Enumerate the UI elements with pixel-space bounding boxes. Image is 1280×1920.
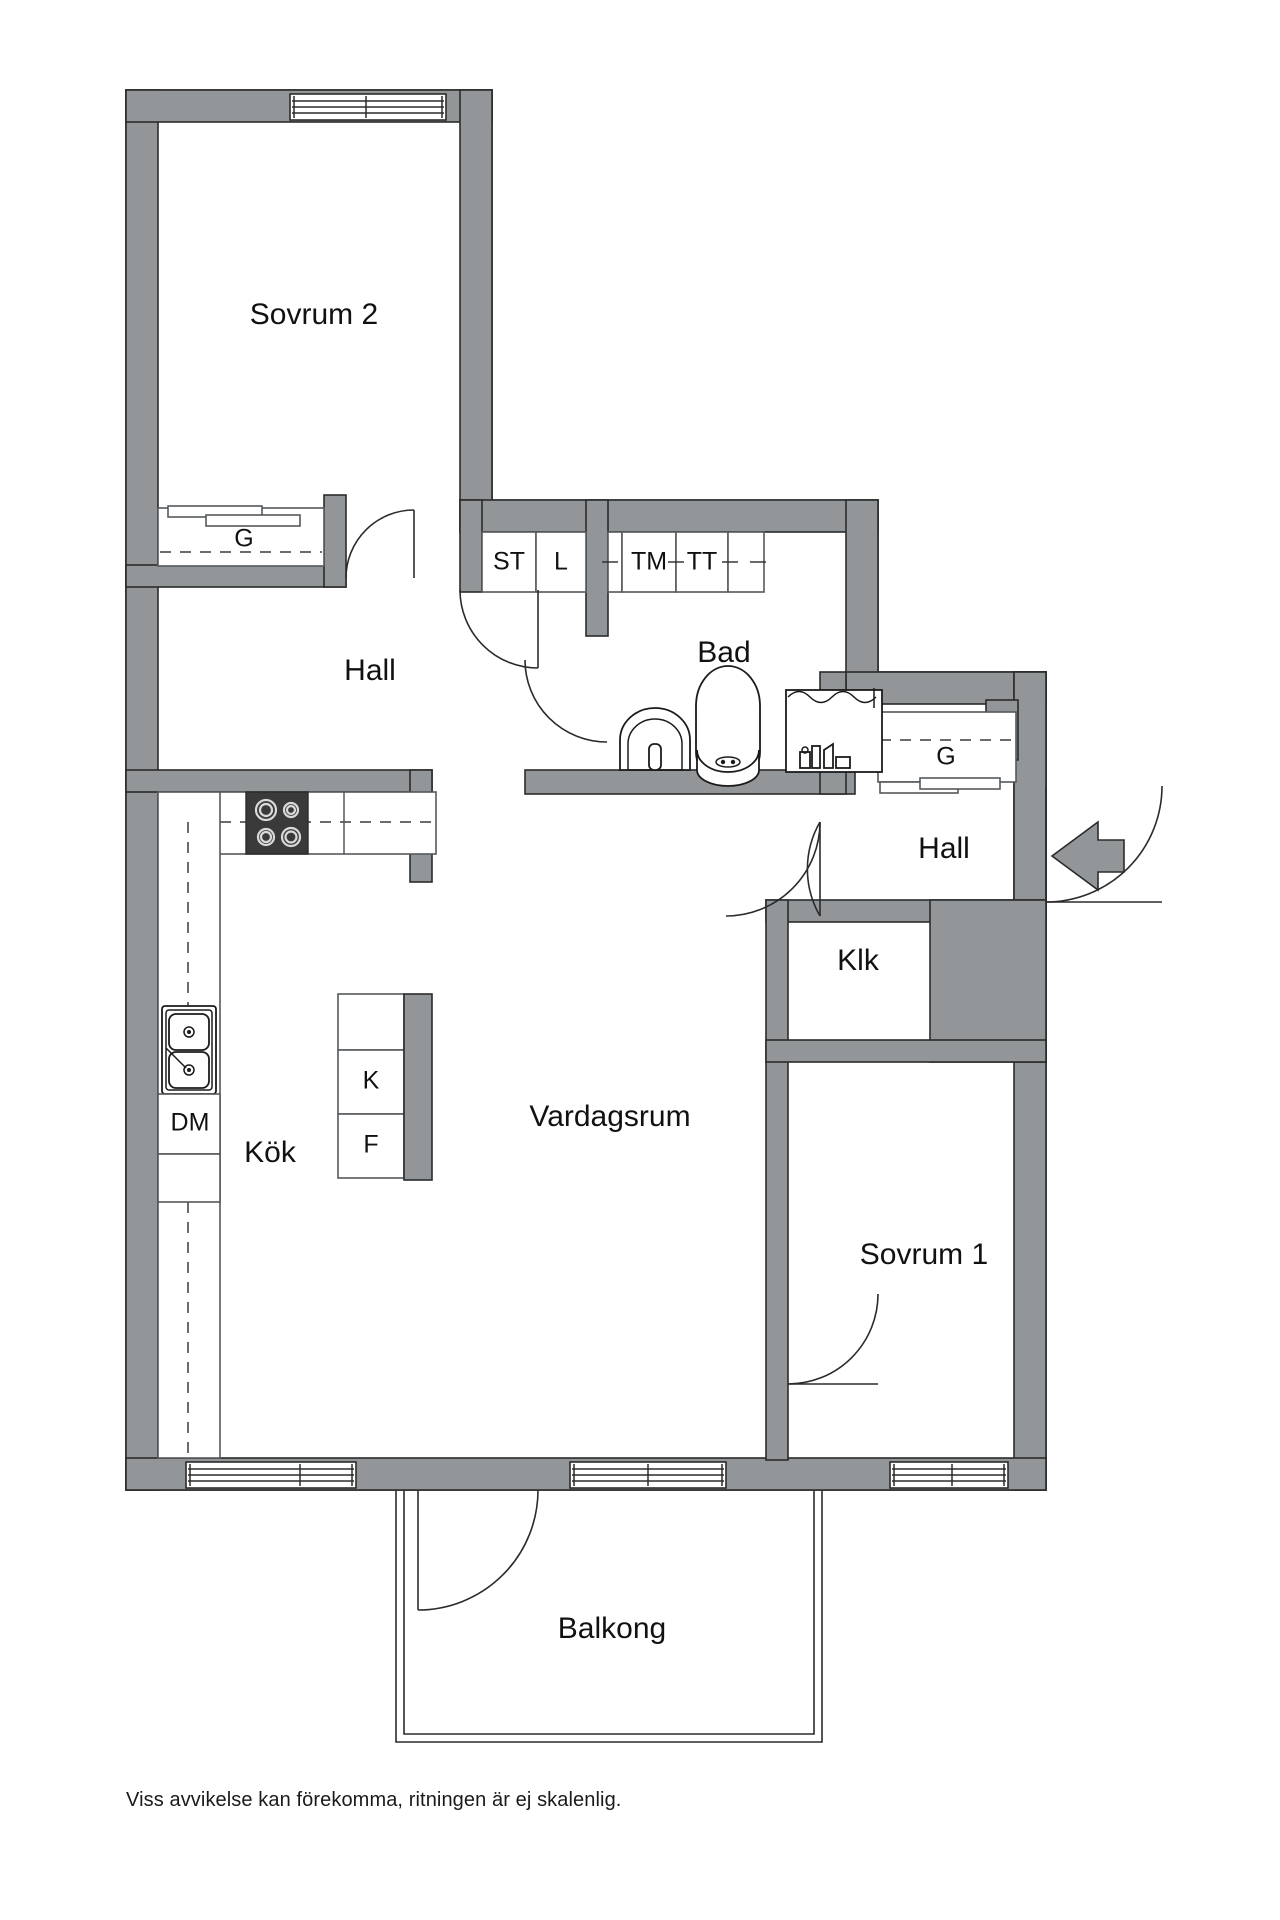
dishwasher: DM [157, 1093, 221, 1203]
room-label-hall-left: Hall [344, 654, 396, 687]
shower-icon [785, 688, 883, 773]
bathroom-fixtures [619, 665, 883, 787]
kitchen-sink-icon [161, 1005, 217, 1095]
balcony [395, 1490, 823, 1743]
kitchen-fittings: DM K F [157, 791, 437, 1459]
stove-icon [245, 791, 309, 855]
wall-overlay [125, 89, 1047, 1491]
room-label-sovrum2: Sovrum 2 [250, 298, 378, 331]
room-floors [158, 122, 1014, 1458]
entrance-arrow [1050, 820, 1125, 892]
cabinet-l-label: L [554, 548, 568, 576]
utility-cabinets: ST L TM TT [481, 531, 766, 593]
door-swings [345, 509, 1163, 1611]
cabinet-st-label: ST [493, 548, 525, 576]
room-label-vardagsrum: Vardagsrum [529, 1100, 690, 1133]
freezer-label: F [363, 1131, 378, 1159]
window-kok [185, 1461, 357, 1489]
disclaimer-caption: Viss avvikelse kan förekomma, ritningen … [126, 1789, 622, 1811]
room-label-klk: Klk [837, 944, 880, 977]
closet-g-right: G [877, 711, 1017, 794]
cabinet-tt-label: TT [687, 548, 718, 576]
room-label-bad: Bad [697, 636, 750, 669]
window-sovrum2 [289, 93, 447, 121]
toilet-icon [695, 665, 761, 787]
closet-g-left: G [157, 505, 325, 567]
room-label-sovrum1: Sovrum 1 [860, 1238, 988, 1271]
dishwasher-label: DM [171, 1109, 210, 1137]
room-labels: Sovrum 2 Hall Bad Hall Klk Kök Vardagsru… [244, 298, 988, 1645]
room-label-hall-right: Hall [918, 832, 970, 865]
window-sovrum1 [889, 1461, 1009, 1489]
fridge-label: K [363, 1067, 380, 1095]
closet-g-left-label: G [234, 525, 253, 553]
windows [185, 93, 1009, 1489]
closet-g-right-label: G [936, 743, 955, 771]
room-label-kok: Kök [244, 1136, 297, 1169]
fridge-freezer-column: K F [337, 993, 433, 1181]
room-label-balkong: Balkong [558, 1612, 666, 1645]
cabinet-tm-label: TM [631, 548, 667, 576]
washbasin-icon [619, 707, 691, 771]
shower-accessories [799, 742, 851, 769]
window-vardagsrum [569, 1461, 727, 1489]
